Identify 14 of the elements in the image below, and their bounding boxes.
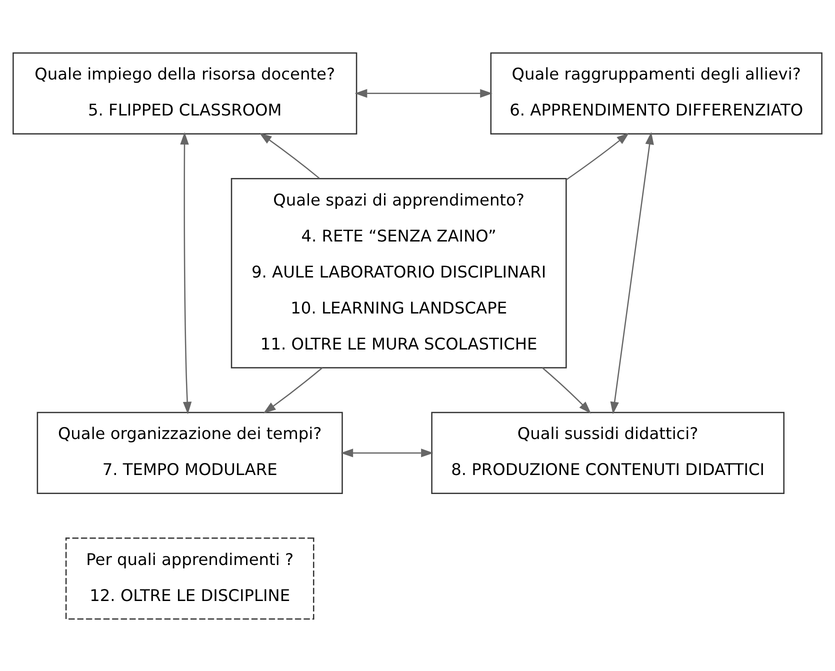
arrow [610, 132, 654, 414]
node-box: Quale spazi di apprendimento? 4. RETE “SENZA ZAINO” 9. AULE LABORATORIO DISCIPLINARI 10. LEARNING LANDSCAPE 11. OLTRE LE MURA SCOLASTICHE [230, 178, 567, 368]
node-box: Per quali apprendimenti ? 12. OLTRE LE DISCIPLINE [65, 537, 314, 620]
arrow [259, 132, 320, 178]
node-box: Quale raggruppamenti degli allievi? 6. APPRENDIMENTO DIFFERENZIATO [490, 52, 822, 134]
arrow [263, 366, 323, 413]
arrow [542, 366, 592, 414]
node-box: Quale impiego della risorsa docente? 5. FLIPPED CLASSROOM [12, 52, 358, 134]
arrow [566, 132, 630, 180]
arrow [180, 132, 192, 414]
node-box: Quale organizzazione dei tempi? 7. TEMPO MODULARE [36, 411, 343, 494]
arrow [354, 88, 493, 98]
node-box: Quali sussidi didattici? 8. PRODUZIONE CONTENUTI DIDATTICI [431, 411, 784, 494]
arrow [340, 448, 434, 457]
